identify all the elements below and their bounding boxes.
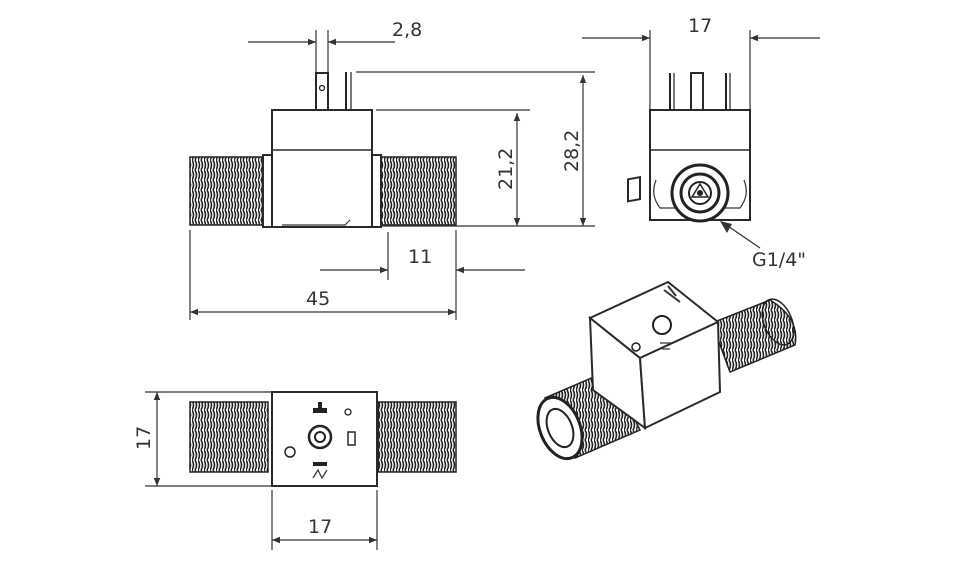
right-thread (379, 156, 457, 226)
top-housing (271, 391, 378, 487)
thread-size-label: G1/4" (752, 249, 806, 271)
iso-right-pipe (711, 298, 797, 373)
sensor-housing (271, 109, 373, 228)
side-view: 17 G1/4" (582, 15, 820, 271)
isometric-view (536, 175, 797, 461)
iso-housing (588, 175, 722, 431)
left-thread (189, 156, 266, 226)
dim-length: 45 (306, 288, 330, 310)
connector-pin (315, 72, 329, 111)
top-view: 17 17 (133, 391, 457, 550)
dim-height-pins: 28,2 (561, 130, 583, 172)
dim-pin-width: 2,8 (392, 19, 422, 41)
dim-offset: 11 (408, 246, 432, 268)
dim-top-depth: 17 (133, 426, 155, 450)
dim-side-width: 17 (688, 15, 712, 37)
dim-height-body: 21,2 (495, 148, 517, 190)
dim-top-width: 17 (308, 516, 332, 538)
front-view: 2,8 28,2 21,2 11 45 (189, 19, 595, 320)
